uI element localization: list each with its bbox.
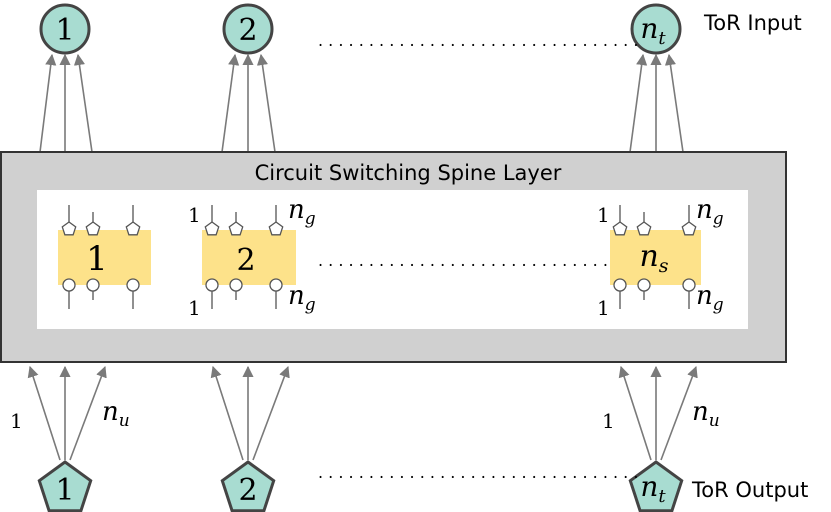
arrow xyxy=(221,53,240,153)
switch-body xyxy=(58,230,151,285)
output-port xyxy=(613,278,627,292)
uplink-label-first: 1 xyxy=(602,409,615,433)
tor-input-node: 2 xyxy=(222,3,274,55)
ellipsis-top: . . . . . . . . . . . . . . . . . . . . … xyxy=(318,31,638,50)
port-label-first-bottom: 1 xyxy=(188,296,201,320)
tor-output-title: ToR Output xyxy=(691,478,808,502)
tor-input-title: ToR Input xyxy=(703,11,802,35)
switch-body xyxy=(610,230,701,285)
port-label-first-top: 1 xyxy=(597,203,610,227)
tor-input-label-sub: t xyxy=(658,28,666,49)
tor-output-label-sub: t xyxy=(658,486,666,507)
arrow xyxy=(618,365,652,461)
svg-text:nt: nt xyxy=(640,12,666,49)
port-label-last-top: n xyxy=(696,195,713,225)
tor-input-label-1: 1 xyxy=(55,13,74,48)
ellipsis-middle: . . . . . . . . . . . . . . . . . . . . … xyxy=(318,251,638,270)
input-port xyxy=(125,221,141,236)
arrow xyxy=(27,365,61,461)
input-port xyxy=(85,221,101,236)
input-port xyxy=(61,221,77,236)
port-label-sub-top: g xyxy=(305,209,316,229)
uplink-label-last: n xyxy=(102,397,119,427)
arrow xyxy=(664,53,684,153)
switch-2: 2 1 ng 1 ng xyxy=(188,195,316,320)
tor-output-node: nt xyxy=(628,460,684,512)
uplink-label-sub: u xyxy=(119,411,130,431)
output-port xyxy=(229,278,243,292)
arrow xyxy=(256,53,276,153)
switch-label-2: 2 xyxy=(236,243,255,278)
output-port xyxy=(86,278,100,292)
input-port xyxy=(681,221,697,236)
output-port xyxy=(637,278,651,292)
tor-input-node: 1 xyxy=(39,3,91,55)
port-label-last-bottom: n xyxy=(696,281,713,311)
uplink-label-last: n xyxy=(692,397,709,427)
uplink-label-first: 1 xyxy=(10,409,23,433)
input-port xyxy=(636,221,652,236)
arrow xyxy=(210,365,244,461)
arrow xyxy=(39,53,57,153)
tor-output-label-1: 1 xyxy=(55,473,74,508)
arrow xyxy=(69,365,107,461)
tor-input-label-n: n xyxy=(640,12,658,45)
spine-layer-title: Circuit Switching Spine Layer xyxy=(255,161,562,185)
tor-output-node: 2 xyxy=(220,460,276,512)
switch-label-1: 1 xyxy=(86,239,108,279)
input-port xyxy=(228,221,244,236)
svg-text:ng: ng xyxy=(696,281,724,315)
output-port xyxy=(126,278,140,292)
switch-label-sub: s xyxy=(659,255,669,277)
arrow xyxy=(73,53,93,153)
port-label-first-bottom: 1 xyxy=(597,296,610,320)
svg-text:nt: nt xyxy=(640,470,666,507)
switch-label-n: n xyxy=(639,239,658,274)
output-port xyxy=(269,278,283,292)
uplink-label-sub: u xyxy=(709,411,720,431)
input-port xyxy=(204,221,220,236)
tor-input-label-2: 2 xyxy=(238,13,257,48)
svg-text:ng: ng xyxy=(288,195,316,229)
svg-text:ns: ns xyxy=(639,239,668,277)
output-port xyxy=(62,278,76,292)
ellipsis-bottom: . . . . . . . . . . . . . . . . . . . . … xyxy=(318,463,638,482)
svg-text:ng: ng xyxy=(288,281,316,315)
port-label-last-bottom: n xyxy=(288,281,305,311)
port-label-sub-bottom: g xyxy=(305,295,316,315)
port-label-sub-top: g xyxy=(713,209,724,229)
output-port xyxy=(682,278,696,292)
switch-body xyxy=(202,230,296,285)
port-label-last-top: n xyxy=(288,195,305,225)
svg-text:ng: ng xyxy=(696,195,724,229)
input-port xyxy=(268,221,284,236)
top-arrows xyxy=(39,53,684,153)
switch-1: 1 xyxy=(58,205,151,309)
arrow xyxy=(660,365,698,461)
tor-output-label-n: n xyxy=(640,470,658,503)
switch-n: ns 1 ng 1 ng xyxy=(597,195,724,320)
port-label-first-top: 1 xyxy=(188,203,201,227)
port-label-sub-bottom: g xyxy=(713,295,724,315)
tor-output-label-2: 2 xyxy=(238,473,257,508)
tor-input-node: nt xyxy=(630,3,682,55)
svg-text:nu: nu xyxy=(102,397,130,431)
output-port xyxy=(205,278,219,292)
bottom-arrows xyxy=(27,365,698,461)
tor-output-node: 1 xyxy=(37,460,93,512)
input-port xyxy=(612,221,628,236)
arrow xyxy=(252,365,290,461)
arrow xyxy=(629,53,648,153)
svg-text:nu: nu xyxy=(692,397,720,431)
